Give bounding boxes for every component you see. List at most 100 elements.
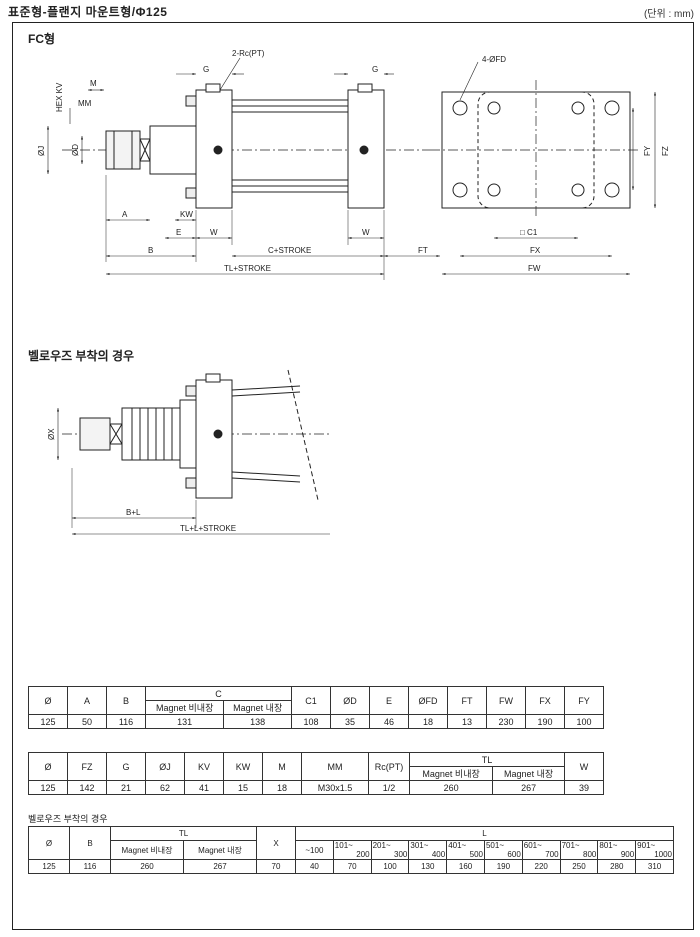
table3-l-range: 501~600 xyxy=(483,840,523,860)
label-g-left: G xyxy=(203,65,209,74)
l-range-top: 801~ xyxy=(599,841,618,850)
table1-subheader-magnet-built-in: Magnet 내장 xyxy=(223,700,292,715)
table3-l-range: 401~500 xyxy=(446,840,485,860)
table3-l-range: 101~200 xyxy=(332,840,372,860)
label-kw: KW xyxy=(180,210,193,219)
table3-cell: 310 xyxy=(635,859,674,874)
label-c1: □ C1 xyxy=(520,228,538,237)
table1-header-fw: FW xyxy=(486,686,526,715)
table1-header-a: A xyxy=(67,686,107,715)
table1-header-fx: FX xyxy=(525,686,565,715)
spec-table-2: Ø FZ G ØJ KV KW M MM Rc(PT) TL W Magnet … xyxy=(28,752,604,795)
table2-header-mm: MM xyxy=(301,752,369,781)
table1-cell: 125 xyxy=(28,714,68,729)
table1-cell: 230 xyxy=(486,714,526,729)
l-range-bottom: 700 xyxy=(545,850,559,859)
label-a: A xyxy=(122,210,128,219)
table3-subheader-magnet-none: Magnet 비내장 xyxy=(110,840,184,860)
table2-header-phi-j: ØJ xyxy=(145,752,185,781)
table2-cell: M30x1.5 xyxy=(301,780,369,795)
table1-cell: 18 xyxy=(408,714,448,729)
label-ft: FT xyxy=(418,246,428,255)
table2-cell: 125 xyxy=(28,780,68,795)
table2-cell: 267 xyxy=(492,780,565,795)
table1-header-phi: Ø xyxy=(28,686,68,715)
l-range-bottom: 400 xyxy=(431,850,446,859)
label-fx: FX xyxy=(530,246,541,255)
table1-header-phi-fd: ØFD xyxy=(408,686,448,715)
label-g-right: G xyxy=(372,65,378,74)
table2-cell: 21 xyxy=(106,780,146,795)
table3-cell: 267 xyxy=(183,859,257,874)
table3-cell: 125 xyxy=(28,859,70,874)
bellows-drawing: ØX B+L TL+L+STROKE xyxy=(47,369,330,536)
table1-cell: 46 xyxy=(369,714,409,729)
table3-l-range: 901~1000 xyxy=(635,840,674,860)
table3-l-range: 201~300 xyxy=(370,840,410,860)
table1-cell: 50 xyxy=(67,714,107,729)
label-fy: FY xyxy=(643,145,652,156)
l-range-top: 401~ xyxy=(448,841,467,850)
table1-header-phi-d: ØD xyxy=(330,686,370,715)
label-phi-x: ØX xyxy=(47,428,56,440)
table2-header-kw: KW xyxy=(223,752,263,781)
label-fz: FZ xyxy=(661,146,670,156)
l-range-bottom: 600 xyxy=(507,850,521,859)
table3-l-range: 801~900 xyxy=(597,840,637,860)
table3-l-range: 601~700 xyxy=(521,840,561,860)
table1-header-c: C xyxy=(145,686,292,701)
table2-cell: 1/2 xyxy=(368,780,410,795)
table3-cell: 116 xyxy=(69,859,111,874)
table2-header-tl: TL xyxy=(409,752,565,767)
label-e: E xyxy=(176,228,181,237)
table2-cell: 142 xyxy=(67,780,107,795)
table3-l-range: 301~400 xyxy=(408,840,448,860)
l-range-top: 101~ xyxy=(334,841,353,850)
table3-header-tl: TL xyxy=(110,826,257,841)
table1-header-e: E xyxy=(369,686,409,715)
l-range-bottom: 900 xyxy=(620,850,635,859)
table1-cell: 35 xyxy=(330,714,370,729)
label-w-right: W xyxy=(362,228,370,237)
fc-side-view-drawing: 2-Rc(PT) G G M MM HEX KV ØJ ØD A KW E W … xyxy=(37,49,670,280)
table1-cell: 138 xyxy=(223,714,292,729)
l-range-bottom: 200 xyxy=(356,850,370,859)
drawing-frame xyxy=(12,22,694,930)
label-b-l: B+L xyxy=(126,508,141,517)
l-range-bottom: 500 xyxy=(469,850,483,859)
table3-l-range: 701~800 xyxy=(559,840,599,860)
bellows-title: 벨로우즈 부착의 경우 xyxy=(28,349,135,363)
table1-cell: 116 xyxy=(106,714,146,729)
label-tl-l-stroke: TL+L+STROKE xyxy=(180,524,236,533)
l-range-top: 901~ xyxy=(637,841,656,850)
table-row: 125 142 21 62 41 15 18 M30x1.5 1/2 260 2… xyxy=(28,780,604,795)
l-range-top: 301~ xyxy=(410,841,429,850)
l-range-top: 601~ xyxy=(523,841,542,850)
table1-cell: 13 xyxy=(447,714,487,729)
table3-header-b: B xyxy=(69,826,111,860)
table2-cell: 15 xyxy=(223,780,263,795)
table3-cell: 260 xyxy=(110,859,184,874)
label-hex-kv: HEX KV xyxy=(55,82,64,112)
label-c-stroke: C+STROKE xyxy=(268,246,311,255)
table2-header-m: M xyxy=(262,752,302,781)
label-phi-d: ØD xyxy=(71,144,80,156)
l-range-bottom: 300 xyxy=(394,850,408,859)
table3-header-phi: Ø xyxy=(28,826,70,860)
label-tl-stroke: TL+STROKE xyxy=(224,264,271,273)
table2-header-rc-pt: Rc(PT) xyxy=(368,752,410,781)
table3-header-x: X xyxy=(256,826,296,860)
table3-cell: 190 xyxy=(483,859,523,874)
table3-caption: 벨로우즈 부착의 경우 xyxy=(28,814,108,824)
table-row: 125 50 116 131 138 108 35 46 18 13 230 1… xyxy=(28,714,604,729)
table3-cell: 280 xyxy=(597,859,637,874)
table1-header-c1: C1 xyxy=(291,686,331,715)
table3-cell: 40 xyxy=(295,859,334,874)
table2-cell: 41 xyxy=(184,780,224,795)
table2-cell: 18 xyxy=(262,780,302,795)
table2-cell: 62 xyxy=(145,780,185,795)
table3-subheader-magnet-built-in: Magnet 내장 xyxy=(183,840,257,860)
label-rc-pt: 2-Rc(PT) xyxy=(232,49,265,58)
spec-table-1: Ø A B C C1 ØD E ØFD FT FW FX FY Magnet 비… xyxy=(28,686,604,729)
table1-cell: 100 xyxy=(564,714,604,729)
